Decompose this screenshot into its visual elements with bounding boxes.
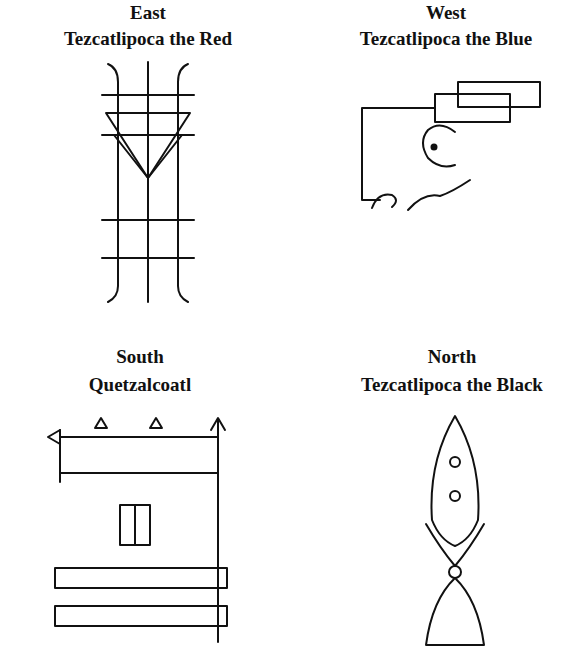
sigil-line: [178, 64, 188, 302]
deity-name: Tezcatlipoca the Black: [361, 374, 543, 396]
sigil-triangle: [95, 418, 107, 428]
deity-name: Quetzalcoatl: [89, 374, 191, 396]
sigil-circle: [450, 457, 460, 467]
sigil-curl: [423, 125, 455, 166]
sigil-cup: [426, 524, 484, 566]
sigil-line: [134, 505, 136, 545]
sigil-bar: [55, 606, 227, 626]
sigil-bar: [55, 568, 227, 588]
sigil-circle: [449, 566, 461, 578]
sigil-triangle: [106, 113, 190, 178]
sigil-arrowhead: [48, 430, 60, 444]
sigil-line: [102, 94, 194, 96]
sigil-line: [217, 420, 219, 642]
sigil-triangle: [150, 418, 162, 428]
sigil-circle: [450, 491, 460, 501]
sigil-line: [108, 64, 118, 302]
direction-heading: South: [116, 346, 164, 368]
sigil-triangle: [114, 135, 182, 178]
sigil-line: [102, 219, 194, 221]
west-sigil: [362, 82, 540, 210]
direction-heading: North: [428, 346, 477, 368]
east-sigil: [102, 62, 194, 302]
sigil-door: [120, 505, 150, 545]
sigil-dot: [432, 145, 437, 150]
sigil-rect: [435, 94, 510, 122]
sigil-squiggle: [408, 180, 470, 210]
deity-name: Tezcatlipoca the Red: [64, 28, 232, 50]
sigil-arrowhead: [211, 418, 225, 430]
sigil-line: [147, 62, 149, 302]
sigil-leaf: [431, 416, 478, 546]
sigil-line: [60, 437, 218, 473]
direction-heading: East: [130, 2, 166, 24]
sigil-bell: [426, 578, 484, 645]
north-sigil: [426, 416, 484, 645]
sigil-line: [362, 108, 435, 200]
sigil-line: [102, 257, 194, 259]
direction-heading: West: [426, 2, 466, 24]
south-sigil: [48, 418, 227, 642]
sigil-squiggle: [372, 195, 396, 208]
deity-name: Tezcatlipoca the Blue: [360, 28, 532, 50]
